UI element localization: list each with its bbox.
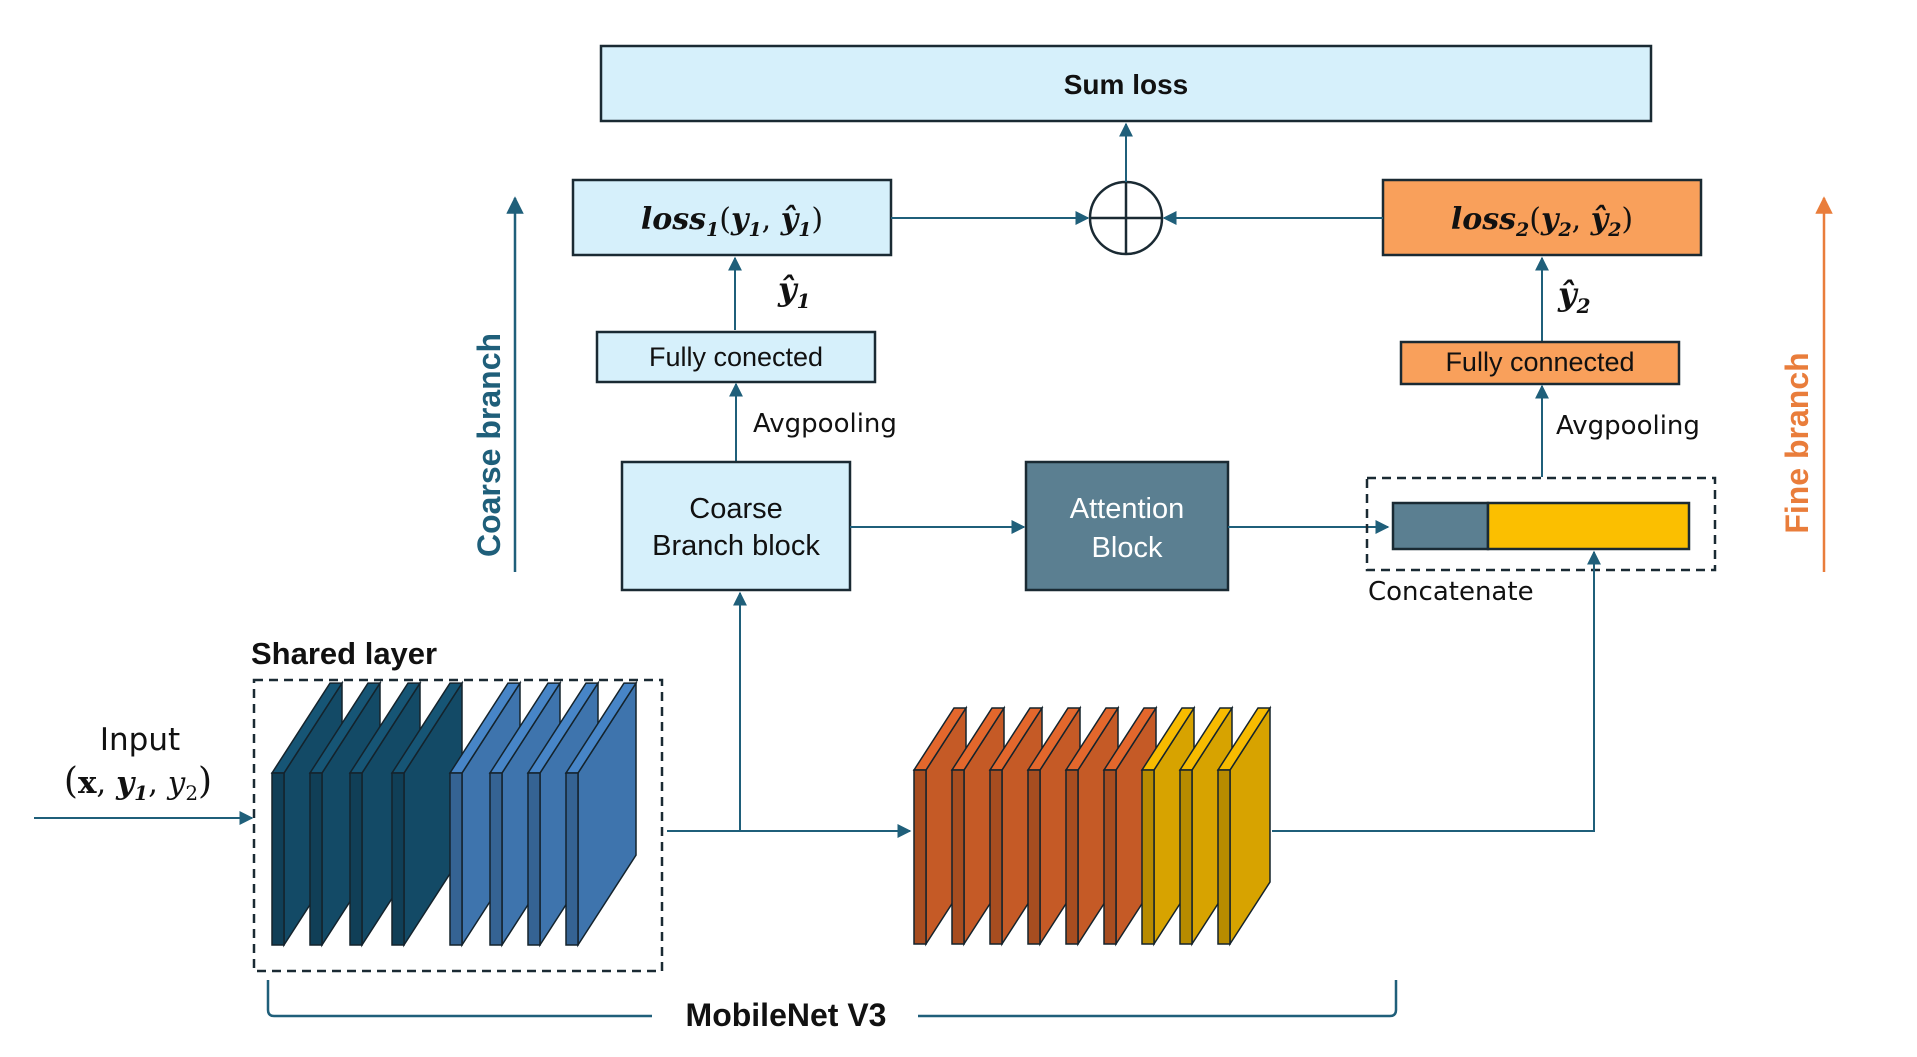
concat-fine-segment [1486,501,1691,551]
arrow-deep-to-concat [1272,550,1601,832]
sum-operator-icon [1088,180,1164,256]
sum-loss-box: Sum loss [599,44,1653,123]
concatenate-label: Concatenate [1368,577,1534,607]
mobilenet-label: MobileNet V3 [686,997,887,1033]
concatenate-group: Concatenate [1365,476,1717,607]
fine-fc-label: Fully connected [1445,347,1634,377]
coarse-branch-label: Coarse branch [471,333,507,557]
attention-line1: Attention [1070,493,1184,525]
y-hat-2-label: ŷ2 [1557,275,1591,318]
mobilenet-bracket [266,980,1398,1018]
shared-layer-stack [270,680,638,948]
concat-attention-segment [1391,501,1490,551]
loss2-box: loss2(y2, ŷ2) [1381,178,1703,257]
shared-layer-box [252,678,664,973]
input-label: Input [100,722,180,758]
loss1-box: loss1(y1, ŷ1) [571,178,893,257]
sum-loss-label: Sum loss [1064,69,1188,100]
coarse-branch-block: Coarse Branch block [620,460,852,592]
loss1-formula: loss1(y1, ŷ1) [641,202,823,241]
shared-feature-map [348,680,422,948]
attention-block: Attention Block [1024,460,1230,592]
fine-fc-box: Fully connected [1399,340,1681,386]
mobilenet-deep-stack [912,705,1272,947]
fine-branch-label: Fine branch [1779,352,1815,533]
coarse-fc-label: Fully conected [649,342,823,372]
fine-avgpool-label: Avgpooling [1556,411,1700,441]
input-tuple: (x, y1, y2) [64,761,212,805]
shared-feature-map [390,680,464,948]
shared-feature-map [564,680,638,948]
coarse-block-line2: Branch block [652,530,820,562]
attention-line2: Block [1092,532,1163,564]
loss2-formula: loss2(y2, ŷ2) [1451,202,1633,241]
deep-feature-map [1216,705,1272,947]
coarse-fc-box: Fully conected [595,330,877,384]
coarse-block-line1: Coarse [689,493,783,525]
y-hat-1-label: ŷ1 [777,270,811,313]
coarse-avgpool-label: Avgpooling [753,409,897,439]
shared-layer-title: Shared layer [251,636,437,671]
